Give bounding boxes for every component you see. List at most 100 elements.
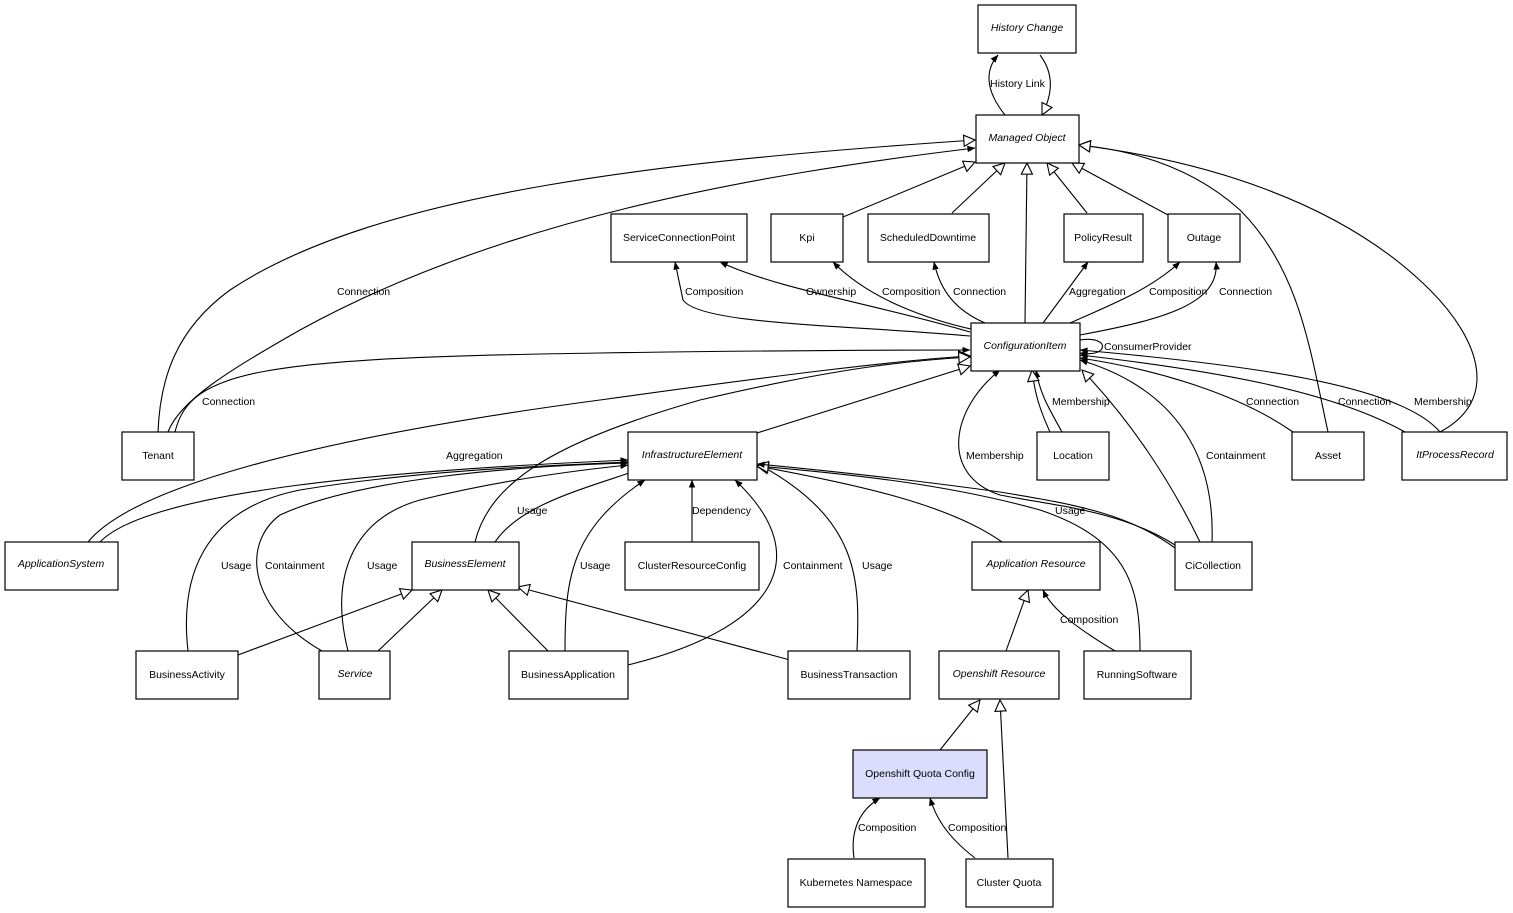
edge-oqc-osr bbox=[939, 700, 980, 751]
edge-svc-be bbox=[377, 590, 442, 652]
node-label: History Change bbox=[991, 22, 1064, 34]
label-itpr-membership: Membership bbox=[1414, 396, 1472, 408]
node-label: BusinessTransaction bbox=[800, 669, 897, 681]
label-consumer-provider: ConsumerProvider bbox=[1104, 341, 1192, 353]
label-scp-composition: Composition bbox=[685, 286, 744, 298]
node-policy-result[interactable]: PolicyResult bbox=[1063, 213, 1144, 263]
node-business-element[interactable]: BusinessElement bbox=[411, 541, 520, 591]
edge-ci-scp-composition bbox=[673, 261, 971, 337]
node-outage[interactable]: Outage bbox=[1167, 213, 1241, 263]
edge-sd-managed-object bbox=[951, 163, 1005, 214]
node-label: Service bbox=[337, 668, 372, 680]
edge-as-generalization bbox=[87, 356, 970, 543]
node-kubernetes-namespace[interactable]: Kubernetes Namespace bbox=[787, 858, 926, 908]
label-history-link: History Link bbox=[990, 78, 1046, 90]
edge-bapp-be bbox=[488, 590, 549, 652]
label-location-membership: Membership bbox=[1052, 396, 1110, 408]
edge-ar-generalization bbox=[757, 466, 1003, 543]
node-infrastructure-element[interactable]: InfrastructureElement bbox=[627, 431, 758, 481]
node-label: BusinessElement bbox=[424, 558, 506, 570]
node-ci-collection[interactable]: CiCollection bbox=[1174, 541, 1253, 591]
edge-ba-be bbox=[237, 590, 412, 656]
edge-ci-sd-connection bbox=[932, 261, 986, 324]
node-cluster-quota[interactable]: Cluster Quota bbox=[965, 858, 1054, 908]
node-application-system[interactable]: ApplicationSystem bbox=[4, 541, 119, 591]
edge-ci-scp-ownership bbox=[719, 261, 971, 333]
edge-itpr-membership bbox=[1079, 347, 1441, 433]
node-label: Openshift Resource bbox=[953, 668, 1046, 680]
edge-history-generalization bbox=[1039, 54, 1050, 115]
node-label: PolicyResult bbox=[1074, 232, 1132, 244]
label-itpr-connection: Connection bbox=[1338, 396, 1391, 408]
node-business-application[interactable]: BusinessApplication bbox=[508, 650, 629, 700]
node-scheduled-downtime[interactable]: ScheduledDowntime bbox=[867, 213, 990, 263]
label-svc-containment: Containment bbox=[265, 560, 325, 572]
label-kpi-ownership: Ownership bbox=[806, 286, 856, 298]
edge-be-generalization bbox=[474, 357, 970, 543]
node-history-change[interactable]: History Change bbox=[977, 4, 1077, 54]
label-svc-usage: Usage bbox=[367, 560, 398, 572]
label-sd-connection: Connection bbox=[953, 286, 1006, 298]
label-coll-usage: Usage bbox=[1055, 505, 1086, 517]
node-label: ScheduledDowntime bbox=[880, 232, 976, 244]
node-label: Cluster Quota bbox=[977, 877, 1042, 889]
node-it-process-record[interactable]: ItProcessRecord bbox=[1401, 431, 1508, 481]
label-bapp-containment: Containment bbox=[783, 560, 843, 572]
edge-cq-osr bbox=[1000, 700, 1009, 859]
node-label: Outage bbox=[1187, 232, 1222, 244]
node-application-resource[interactable]: Application Resource bbox=[971, 541, 1101, 591]
node-label: Location bbox=[1053, 450, 1093, 462]
edge-ci-outage-composition bbox=[1069, 261, 1181, 324]
edge-ci-managed-object bbox=[1025, 163, 1027, 324]
node-service[interactable]: Service bbox=[318, 650, 391, 700]
edge-tenant-managed-object bbox=[157, 140, 975, 433]
edge-location-generalization bbox=[1032, 370, 1051, 433]
node-label: BusinessApplication bbox=[521, 669, 615, 681]
edge-svc-usage bbox=[341, 462, 629, 652]
edge-ci-pr-aggregation bbox=[1042, 261, 1089, 324]
node-business-activity[interactable]: BusinessActivity bbox=[135, 650, 239, 700]
node-label: Kubernetes Namespace bbox=[800, 877, 913, 889]
edge-be-usage bbox=[494, 469, 639, 543]
node-service-connection-point[interactable]: ServiceConnectionPoint bbox=[610, 213, 748, 263]
edge-coll-containment bbox=[1079, 359, 1213, 543]
edge-ci-kpi-composition bbox=[832, 261, 976, 331]
edge-bapp-usage bbox=[564, 479, 646, 652]
edge-coll-generalization bbox=[1082, 370, 1201, 543]
nodes: History Change Managed Object ServiceCon… bbox=[4, 4, 1508, 908]
node-managed-object[interactable]: Managed Object bbox=[975, 114, 1080, 164]
edge-ci-consumer-provider bbox=[1079, 338, 1104, 358]
node-openshift-resource[interactable]: Openshift Resource bbox=[938, 650, 1060, 700]
node-cluster-resource-config[interactable]: ClusterResourceConfig bbox=[624, 541, 760, 591]
node-label: ConfigurationItem bbox=[984, 340, 1067, 352]
node-kpi[interactable]: Kpi bbox=[770, 213, 844, 263]
node-configuration-item[interactable]: ConfigurationItem bbox=[970, 322, 1081, 372]
label-be-usage: Usage bbox=[517, 505, 548, 517]
node-running-software[interactable]: RunningSoftware bbox=[1083, 650, 1192, 700]
label-kn-composition: Composition bbox=[858, 822, 917, 834]
edge-ci-outage-connection bbox=[1079, 261, 1220, 336]
node-label: Kpi bbox=[799, 232, 814, 244]
node-label: Managed Object bbox=[988, 132, 1066, 144]
label-coll-containment: Containment bbox=[1206, 450, 1266, 462]
label-coll-membership: Membership bbox=[966, 450, 1024, 462]
edges bbox=[87, 54, 1478, 859]
label-sd-composition: Composition bbox=[882, 286, 941, 298]
node-location[interactable]: Location bbox=[1036, 431, 1110, 481]
label-tenant-connection-ci: Connection bbox=[202, 396, 255, 408]
edge-history-link bbox=[988, 54, 1006, 116]
node-openshift-quota-config[interactable]: Openshift Quota Config bbox=[852, 749, 988, 799]
node-business-transaction[interactable]: BusinessTransaction bbox=[787, 650, 911, 700]
edge-infra-generalization bbox=[756, 366, 970, 434]
label-tenant-connection-mo: Connection bbox=[337, 286, 390, 298]
edge-asset-managed-object bbox=[1079, 145, 1329, 433]
node-label: InfrastructureElement bbox=[642, 449, 743, 461]
node-label: CiCollection bbox=[1185, 560, 1241, 572]
edge-tenant-connection-mo bbox=[167, 145, 976, 433]
node-label: BusinessActivity bbox=[149, 669, 226, 681]
edge-rs-ar-composition bbox=[1042, 589, 1116, 652]
node-label: ClusterResourceConfig bbox=[638, 560, 747, 572]
node-asset[interactable]: Asset bbox=[1291, 431, 1365, 481]
label-ba-usage: Usage bbox=[221, 560, 252, 572]
node-tenant[interactable]: Tenant bbox=[121, 431, 195, 481]
